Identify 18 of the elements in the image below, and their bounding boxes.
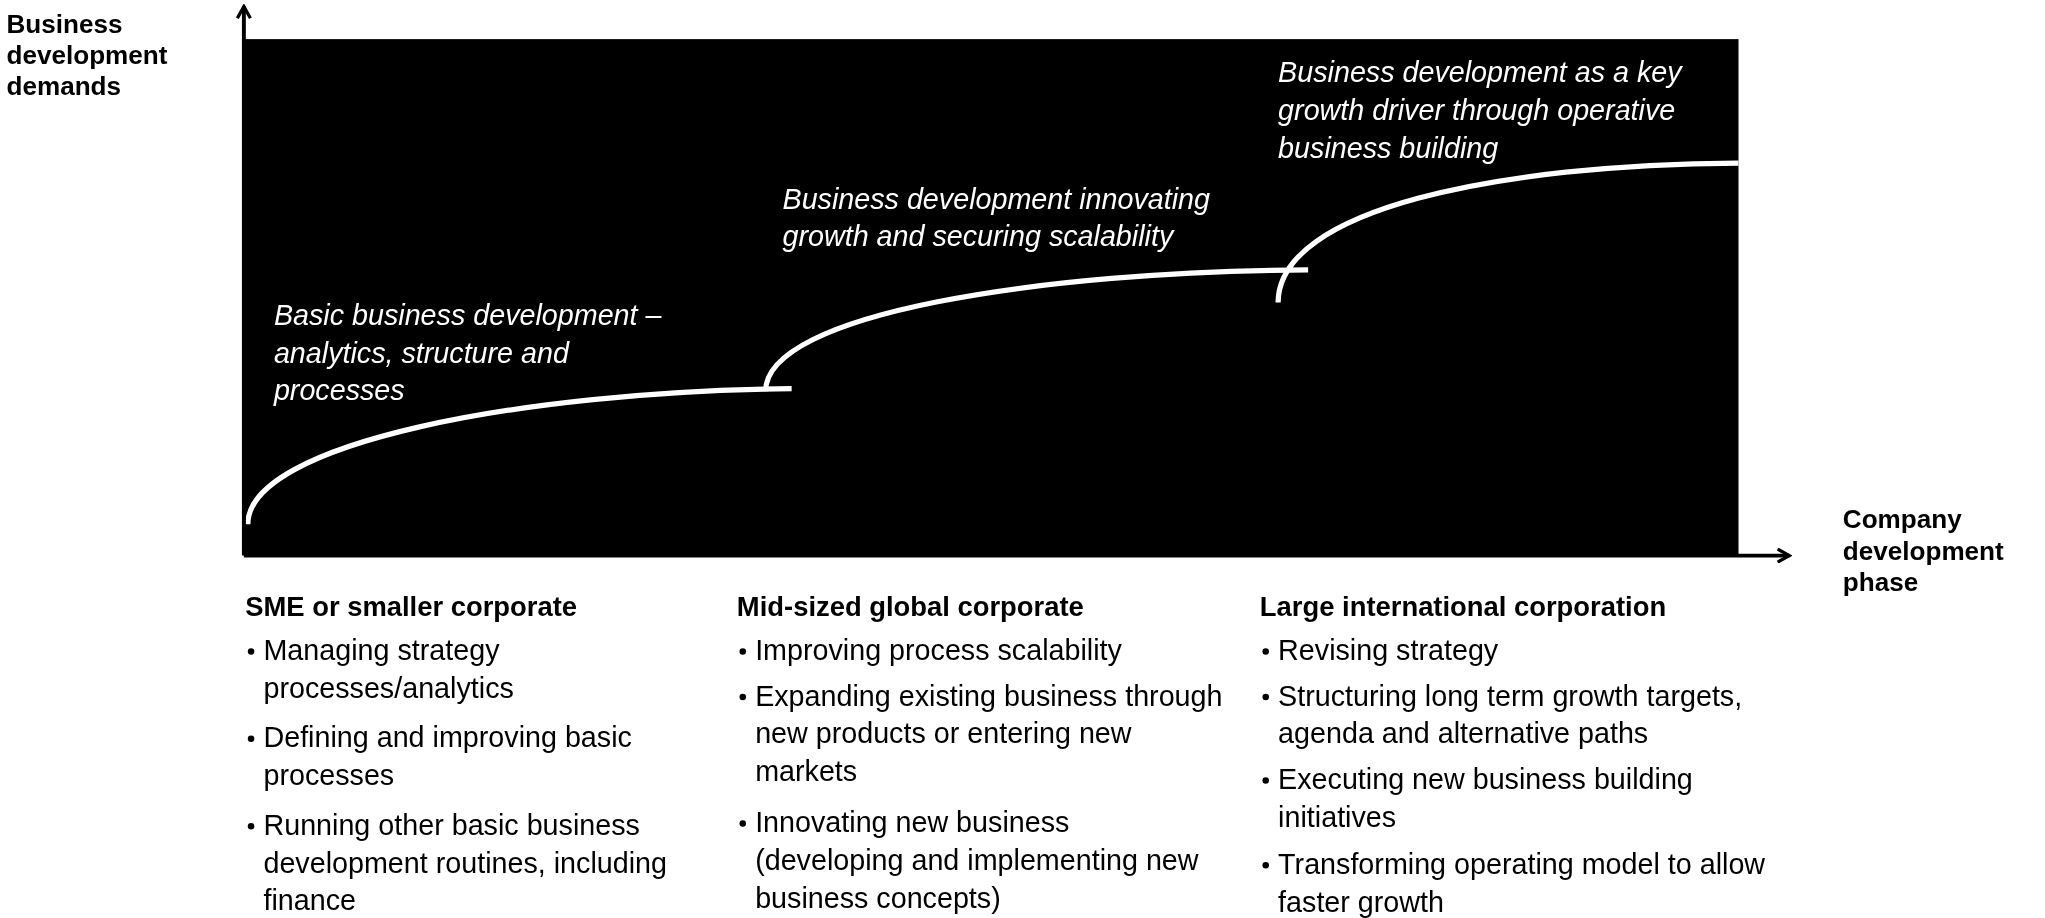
bullet-item: Transforming operating model to allow faster growth (1278, 846, 1767, 918)
bullet-item: Managing strategy processes/analytics (263, 632, 515, 707)
curve-label: Basic business development – analytics, structure and processes (273, 297, 663, 409)
bullet-item: Expanding existing business through new products or entering new markets (755, 678, 1224, 790)
curve-label: Business development as a key growth driver through operative business building (1278, 55, 1684, 167)
bullet-item: Structuring long term growth targets, agenda and alternative paths (1278, 678, 1744, 752)
bullet-item: Executing new business building initiatives (1278, 761, 1694, 836)
bullet-item: Innovating new business (developing and implementing new business concepts) (755, 805, 1200, 917)
axis-label: Company development phase (1842, 503, 2005, 598)
column-heading: Mid-sized global corporate (736, 590, 1085, 623)
axis-label: Business development demands (6, 8, 169, 102)
curve-label: Business development innovating growth and securing scalability (782, 181, 1211, 255)
column-heading: Large international corporation (1259, 590, 1668, 623)
bullet-item: Improving process scalability (755, 632, 1123, 669)
bullet-item: Revising strategy (1278, 632, 1500, 669)
column-heading: SME or smaller corporate (245, 590, 578, 623)
bullet-item: Running other basic business development routines, including finance (263, 807, 668, 918)
bullet-item: Defining and improving basic processes (263, 720, 633, 794)
